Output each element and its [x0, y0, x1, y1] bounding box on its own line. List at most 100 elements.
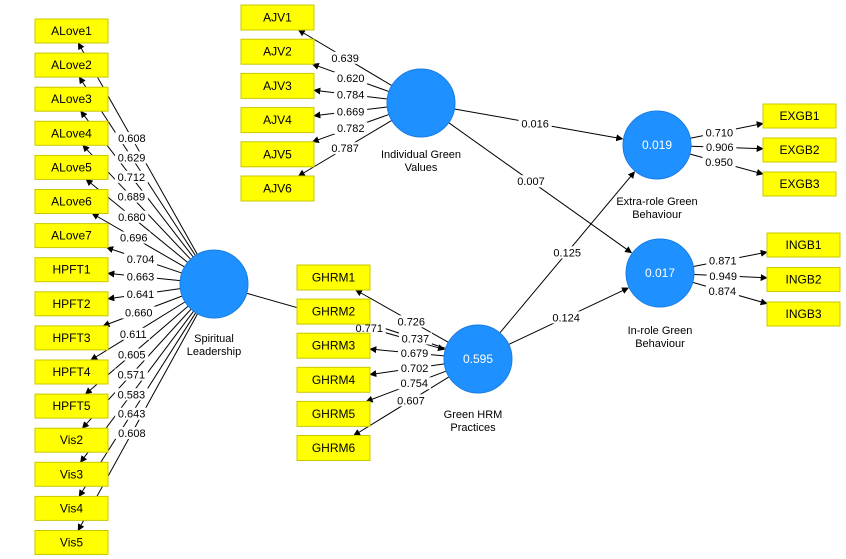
indicator-box [34, 461, 109, 487]
loading-label-ajv5: 0.782 [334, 122, 368, 135]
indicator-ghrm6[interactable]: GHRM6 [296, 435, 371, 461]
indicator-box [296, 366, 371, 393]
path-coef-igv-ingb: 0.007 [514, 175, 548, 188]
loading-label-ajv2-bg [334, 71, 368, 84]
indicator-ajv4[interactable]: AJV4 [240, 107, 315, 134]
loading-label-ghrm3-bg [397, 347, 431, 360]
indicator-box [34, 359, 109, 385]
indicator-ajv5[interactable]: AJV5 [240, 141, 315, 168]
loading-label-ingb2: 0.949 [706, 269, 740, 283]
construct-r2-value: 0.017 [645, 266, 675, 280]
indicator-box [296, 400, 371, 427]
loading-label-alove2: 0.629 [115, 151, 149, 164]
indicator-ghrm4[interactable]: GHRM4 [296, 366, 371, 393]
indicator-ghrm3[interactable]: GHRM3 [296, 332, 371, 359]
loading-label-ajv3-text: 0.784 [337, 90, 365, 102]
indicator-vis2[interactable]: Vis2 [34, 427, 109, 453]
path-coef-sl-ghrm-text: 0.771 [355, 323, 383, 335]
loading-label-exgb3: 0.950 [702, 155, 736, 169]
indicator-label: Vis3 [60, 467, 83, 481]
indicator-ingb1[interactable]: INGB1 [766, 232, 841, 258]
indicator-ajv3[interactable]: AJV3 [240, 72, 315, 99]
loading-label-vis4-bg [115, 407, 149, 420]
indicator-ajv1[interactable]: AJV1 [240, 4, 315, 31]
indicator-hpft1[interactable]: HPFT1 [34, 257, 109, 283]
indicator-ingb3[interactable]: INGB3 [766, 301, 841, 327]
indicator-alove2[interactable]: ALove2 [34, 52, 109, 78]
path-coef-igv-ingb-bg [514, 175, 548, 188]
indicator-hpft3[interactable]: HPFT3 [34, 325, 109, 351]
construct-r2-value: 0.595 [463, 352, 493, 366]
loading-label-hpft2-text: 0.641 [127, 289, 155, 301]
indicator-hpft4[interactable]: HPFT4 [34, 359, 109, 385]
indicator-ghrm1[interactable]: GHRM1 [296, 264, 371, 291]
indicator-label: INGB1 [785, 238, 821, 252]
indicator-alove6[interactable]: ALove6 [34, 189, 109, 214]
indicator-label: ALove5 [51, 160, 92, 174]
indicator-alove1[interactable]: ALove1 [34, 18, 109, 44]
construct-label-line: Extra-role Green [616, 196, 697, 208]
loading-label-ajv1-text: 0.639 [331, 53, 359, 65]
indicator-hpft5[interactable]: HPFT5 [34, 393, 109, 419]
indicator-label: INGB2 [785, 273, 821, 287]
indicator-ghrm5[interactable]: GHRM5 [296, 400, 371, 427]
indicator-alove5[interactable]: ALove5 [34, 154, 109, 180]
loading-label-ghrm5: 0.754 [397, 377, 431, 390]
indicator-alove4[interactable]: ALove4 [34, 120, 109, 146]
loading-label-ajv3: 0.784 [334, 88, 368, 102]
indicator-alove7[interactable]: ALove7 [34, 223, 109, 249]
loading-label-alove1: 0.608 [115, 132, 149, 145]
indicator-ajv6[interactable]: AJV6 [240, 175, 315, 202]
loading-label-ajv6: 0.787 [328, 142, 362, 155]
weight-labels-layer: 0.6080.6290.7120.6890.6800.6960.7040.663… [114, 51, 740, 440]
indicator-exgb2[interactable]: EXGB2 [762, 137, 837, 163]
indicator-box [34, 154, 109, 180]
loading-label-hpft2: 0.641 [124, 288, 158, 301]
indicator-ajv2[interactable]: AJV2 [240, 38, 315, 65]
loading-label-ghrm5-bg [397, 377, 431, 390]
loading-label-alove6: 0.696 [117, 231, 151, 245]
indicator-label: INGB3 [785, 307, 821, 321]
indicator-box [762, 171, 837, 197]
indicator-box [296, 264, 371, 291]
loading-label-hpft3: 0.660 [122, 306, 156, 319]
loading-label-vis2-bg [114, 368, 148, 381]
loading-label-alove6-bg [117, 231, 151, 244]
loading-label-alove4: 0.689 [114, 190, 148, 204]
path-coef-igv-exgb: 0.016 [518, 117, 552, 130]
indicator-label: Vis4 [60, 501, 83, 515]
loading-label-hpft4: 0.611 [116, 327, 150, 341]
indicator-exgb3[interactable]: EXGB3 [762, 171, 837, 197]
indicator-box [34, 86, 109, 112]
indicator-exgb1[interactable]: EXGB1 [762, 103, 837, 129]
construct-r2-value: 0.019 [642, 138, 672, 152]
loading-label-alove7: 0.704 [124, 253, 158, 266]
indicator-label: HPFT1 [52, 263, 90, 277]
indicator-vis4[interactable]: Vis4 [34, 495, 109, 521]
indicator-ingb2[interactable]: INGB2 [766, 267, 841, 292]
loading-label-ajv4: 0.669 [334, 105, 368, 118]
indicator-box [34, 52, 109, 78]
loading-label-ghrm6-text: 0.607 [397, 395, 425, 407]
loading-label-ajv2-text: 0.620 [337, 73, 365, 85]
indicator-vis5[interactable]: Vis5 [34, 530, 109, 555]
indicator-box [240, 175, 315, 202]
loading-label-ajv2: 0.620 [334, 71, 368, 85]
indicator-vis3[interactable]: Vis3 [34, 461, 109, 487]
loading-label-vis5-bg [115, 426, 149, 439]
loading-label-alove7-bg [124, 253, 158, 266]
construct-circle [179, 249, 249, 319]
indicator-box [34, 18, 109, 44]
loading-label-vis3-bg [114, 388, 148, 401]
indicator-box [34, 120, 109, 146]
loading-label-ghrm2-bg [398, 332, 432, 345]
indicator-ghrm2[interactable]: GHRM2 [296, 298, 371, 325]
loading-label-ghrm6-bg [394, 394, 428, 407]
indicator-hpft2[interactable]: HPFT2 [34, 291, 109, 317]
indicator-alove3[interactable]: ALove3 [34, 86, 109, 112]
